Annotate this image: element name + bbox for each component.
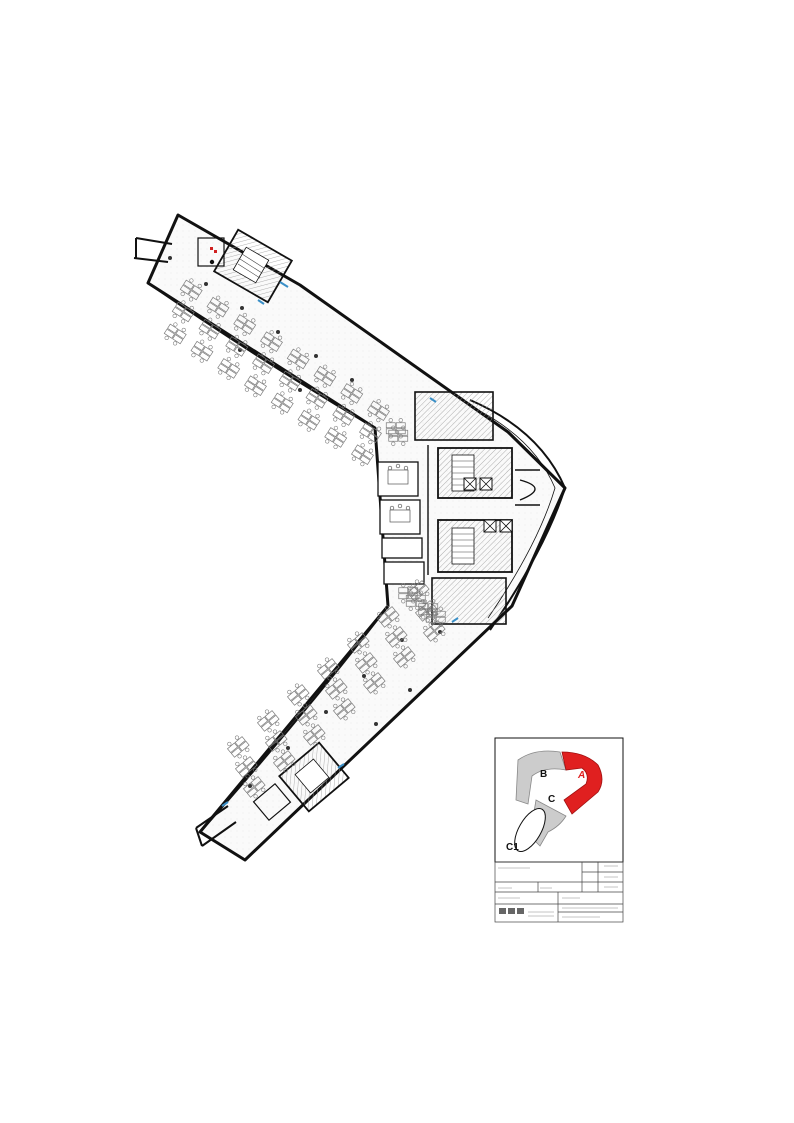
desk-cluster	[233, 312, 257, 336]
desk-cluster	[198, 317, 222, 341]
key-zone-b-label: B	[540, 769, 547, 780]
desk-cluster	[286, 347, 310, 371]
desk-cluster	[332, 697, 356, 721]
desk-cluster	[234, 755, 258, 779]
desk-cluster	[278, 369, 302, 393]
desk-cluster	[388, 425, 409, 446]
title-block-logos	[499, 908, 524, 914]
floor-plan	[133, 213, 567, 862]
meeting-rooms	[377, 461, 425, 585]
desk-cluster	[340, 381, 364, 405]
desk-cluster	[324, 677, 348, 701]
central-service-core	[414, 391, 540, 625]
desk-cluster	[376, 605, 400, 629]
desk-cluster	[316, 657, 340, 681]
desk-cluster	[190, 339, 214, 363]
desk-cluster	[384, 625, 408, 649]
desk-cluster	[418, 599, 439, 620]
desk-cluster	[226, 735, 250, 759]
desk-cluster	[217, 356, 241, 380]
key-zone-c1-shape	[514, 808, 546, 852]
desk-cluster	[252, 352, 275, 376]
desk-cluster	[351, 443, 374, 467]
desk-cluster	[260, 330, 283, 354]
title-block	[494, 861, 624, 923]
desk-cluster	[425, 606, 446, 627]
desk-cluster	[171, 300, 195, 324]
desk-cluster	[302, 723, 326, 747]
lower-bracket	[195, 805, 237, 847]
desk-cluster	[225, 334, 249, 358]
desk-cluster	[163, 322, 187, 346]
desk-cluster	[272, 749, 296, 773]
desk-cluster	[297, 408, 321, 432]
desk-cluster	[359, 421, 382, 445]
desk-cluster	[270, 391, 294, 415]
desk-cluster	[354, 651, 378, 675]
workstations-middle	[385, 418, 446, 627]
glazing-accents	[221, 281, 459, 807]
desk-cluster	[242, 775, 266, 799]
desk-cluster	[179, 278, 203, 302]
key-zone-a-shape	[561, 751, 603, 815]
upper-core-markers	[210, 247, 217, 253]
key-zone-a-label: A	[577, 770, 585, 781]
desk-cluster	[362, 671, 386, 695]
meeting-room-tables	[387, 463, 411, 523]
desk-cluster	[264, 729, 288, 753]
workstations-upper-wing	[163, 278, 390, 467]
desk-cluster	[206, 295, 230, 319]
structural-columns	[168, 256, 442, 788]
desk-cluster	[392, 645, 416, 669]
desk-cluster	[305, 386, 329, 410]
desk-cluster	[346, 631, 370, 655]
tip-facade-inner	[477, 409, 556, 619]
key-plan: B C A C1	[494, 737, 624, 863]
upper-bracket	[133, 237, 173, 263]
tip-facade	[469, 399, 567, 631]
desk-cluster	[313, 364, 337, 388]
lower-stair-core	[252, 741, 350, 822]
title-block-fine-text	[498, 865, 618, 918]
desk-cluster	[367, 399, 390, 423]
desk-cluster	[332, 403, 356, 427]
desk-cluster	[324, 425, 348, 449]
key-zone-c1-label: C1	[506, 842, 519, 853]
desk-cluster	[286, 683, 310, 707]
desk-cluster	[244, 374, 267, 398]
desk-cluster	[256, 709, 280, 733]
desk-cluster	[294, 703, 318, 727]
upper-stair-core	[197, 228, 294, 304]
key-zone-c-label: C	[548, 794, 555, 805]
